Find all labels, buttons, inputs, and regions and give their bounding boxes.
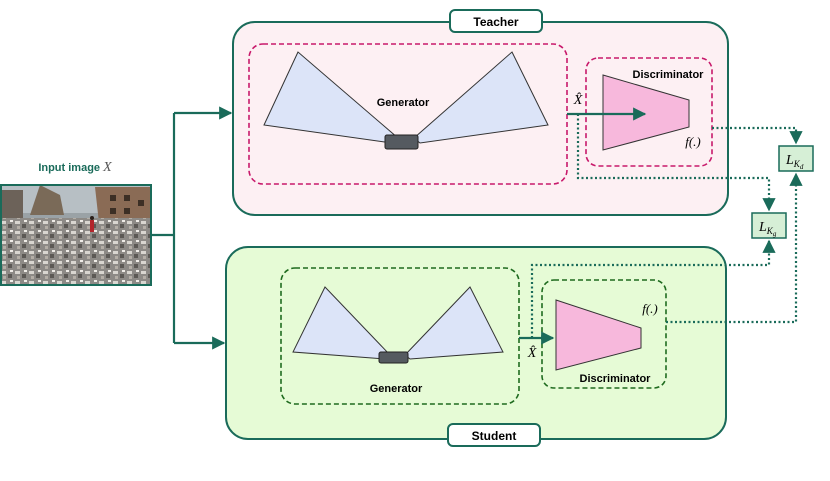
teacher-label-box [449,9,543,33]
student-label: Student [472,429,517,443]
student-discriminator-label: Discriminator [580,373,652,385]
input-routing [151,106,233,350]
teacher-feature-to-lkd [712,126,803,145]
teacher-output-label: X̂ [573,92,583,108]
teacher-bottleneck [384,134,419,150]
distillation-links [530,114,803,338]
student-discriminator-region [541,279,667,389]
teacher-discriminator-label: Discriminator [633,69,705,81]
student-output-label: X̂ [527,345,537,361]
teacher-feature-label: f(.) [685,134,701,149]
teacher-label: Teacher [473,15,518,29]
loss-kg-label: LKg [758,220,777,238]
student-decoder-shape [404,286,504,360]
loss-kg: LKg [751,212,787,239]
teacher-panel: Teacher Generator Discriminator f(.) X̂ [232,9,729,216]
teacher-decoder-shape [413,51,549,144]
student-output-to-lkg [530,239,776,338]
student-generator-label: Generator [370,383,423,395]
teacher-generator [263,51,549,150]
loss-kd-box [778,145,814,172]
teacher-discriminator-region [585,57,713,167]
input-label: Input image X [38,160,112,175]
loss-kd-label: LKd [785,153,804,171]
loss-kd: LKd [778,145,814,172]
teacher-generator-region [248,43,568,185]
teacher-output-to-lkg [576,114,776,212]
loss-kg-box [751,212,787,239]
student-generator-region [280,267,520,405]
student-discriminator-shape [555,299,642,371]
input-section: Input image X [0,160,152,286]
student-feature-label: f(.) [642,301,658,316]
input-image [0,184,152,286]
student-panel: Student Generator Discriminator f(.) X̂ [225,246,727,447]
student-label-box [447,423,541,447]
student-bottleneck [378,351,409,364]
student-generator [292,286,504,364]
teacher-generator-label: Generator [377,97,430,109]
